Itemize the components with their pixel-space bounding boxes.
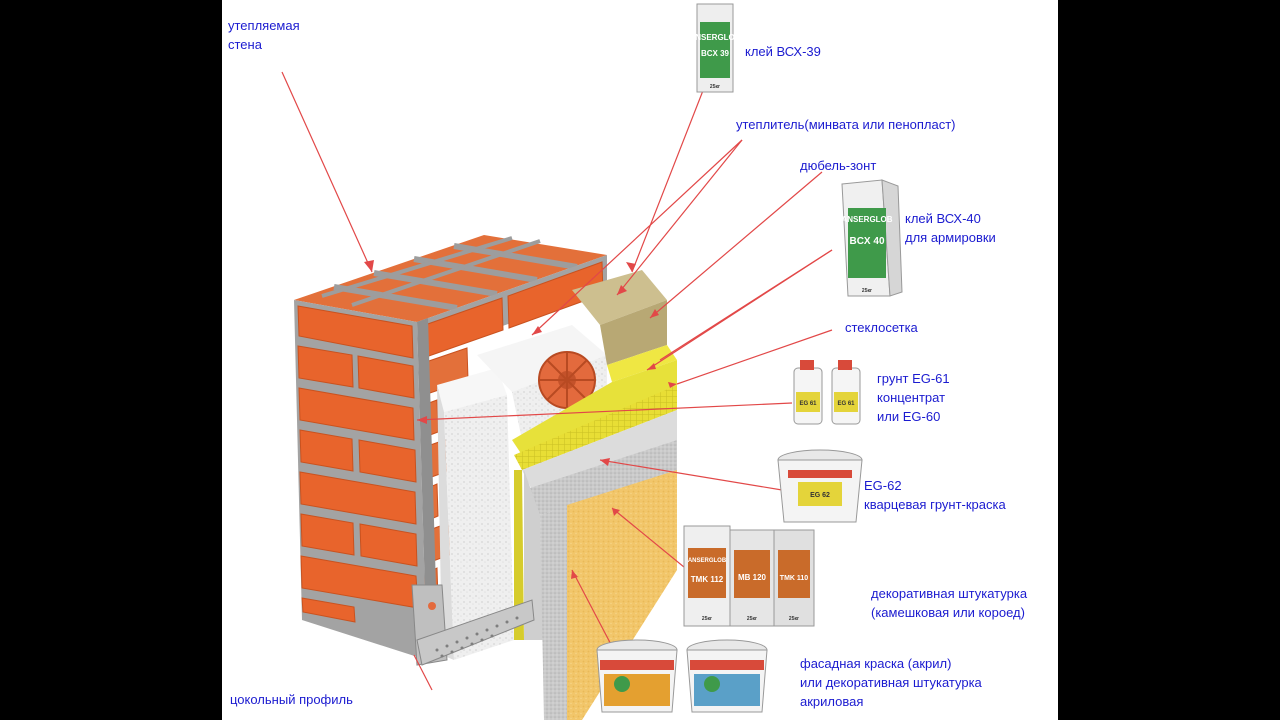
bcx39-bag-brand: ANSERGLOB <box>689 33 740 42</box>
bcx39-bag-weight: 25кг <box>710 84 720 90</box>
label-primer-line1: грунт EG-61 <box>877 371 950 386</box>
label-insulation: утеплитель(минвата или пенопласт) <box>736 117 956 132</box>
label-paint-primer-line1: EG-62 <box>864 478 902 493</box>
eg61-label-a: EG 61 <box>799 401 817 407</box>
bcx39-bag-icon: ANSERGLOB BCX 39 25кг <box>689 3 741 93</box>
mb120-bag-weight: 25кг <box>747 616 757 622</box>
bcx39-bag-code: BCX 39 <box>701 49 730 58</box>
brick-wall <box>294 235 607 660</box>
plaster-bags-icon: ANSERGLOB TMK 112 25кг MB 120 25кг TMK 1… <box>683 525 815 627</box>
label-wall-line2: стена <box>228 37 262 52</box>
eg62-bucket-label: EG 62 <box>810 492 830 499</box>
label-plaster-line1: декоративная штукатурка <box>871 586 1028 601</box>
insulation-diagram: ANSERGLOB BCX 39 25кг ANSERGLOB BCX 40 2… <box>281 3 903 720</box>
eg61-label-b: EG 61 <box>837 401 855 407</box>
mineral-wool-layer <box>572 270 667 365</box>
label-facade-paint: фасадная краска (акрил) или декоративная… <box>800 654 982 711</box>
tmk112-bag-code: TMK 112 <box>691 575 724 584</box>
tmk110-bag-weight: 25кг <box>789 616 799 622</box>
dowel-umbrella-icon <box>538 351 596 409</box>
label-primer-line2: концентрат <box>877 390 946 405</box>
label-mesh: стеклосетка <box>845 320 918 335</box>
label-glue-bcx40-line2: для армировки <box>905 230 996 245</box>
eg62-bucket-icon: EG 62 <box>777 449 863 523</box>
tmk110-bag-code: TMK 110 <box>780 575 809 582</box>
label-plaster-line2: (камешковая или короед) <box>871 605 1025 620</box>
label-wall: утепляемая стена <box>228 16 300 54</box>
tmk112-bag-brand: ANSERGLOB <box>688 558 727 564</box>
diagram-canvas: ANSERGLOB BCX 39 25кг ANSERGLOB BCX 40 2… <box>222 0 1058 720</box>
label-glue-bcx40-line1: клей ВСХ-40 <box>905 211 981 226</box>
label-dowel: дюбель-зонт <box>800 158 877 173</box>
eg61-bottles-icon: EG 61 EG 61 <box>793 360 861 425</box>
label-paint-primer: EG-62 кварцевая грунт-краска <box>864 476 1006 514</box>
bcx40-bag-icon: ANSERGLOB BCX 40 25кг <box>841 179 903 297</box>
decorative-plaster-layer <box>540 470 677 720</box>
label-facade-paint-line2: или декоративная штукатурка <box>800 675 982 690</box>
label-facade-paint-line3: акриловая <box>800 694 864 709</box>
label-glue-bcx39: клей ВСХ-39 <box>745 44 821 59</box>
bcx40-bag-weight: 25кг <box>862 288 872 294</box>
label-base-profile: цокольный профиль <box>230 692 353 707</box>
facade-paint-buckets-icon <box>596 639 768 713</box>
label-glue-bcx40: клей ВСХ-40 для армировки <box>905 209 996 247</box>
label-wall-line1: утепляемая <box>228 18 300 33</box>
arrow-heads <box>364 260 677 579</box>
bcx40-bag-brand: ANSERGLOB <box>841 215 892 224</box>
label-plaster: декоративная штукатурка (камешковая или … <box>871 584 1027 622</box>
label-facade-paint-line1: фасадная краска (акрил) <box>800 656 952 671</box>
label-primer-line3: или EG-60 <box>877 409 941 424</box>
label-paint-primer-line2: кварцевая грунт-краска <box>864 497 1006 512</box>
mb120-bag-code: MB 120 <box>738 573 767 582</box>
label-primer: грунт EG-61 концентрат или EG-60 <box>877 369 950 426</box>
reinforcement-layer <box>512 345 677 640</box>
pointer-arrows <box>281 71 833 691</box>
base-profile-icon <box>411 584 535 666</box>
tmk112-bag-weight: 25кг <box>702 616 712 622</box>
bcx40-bag-code: BCX 40 <box>849 236 884 247</box>
